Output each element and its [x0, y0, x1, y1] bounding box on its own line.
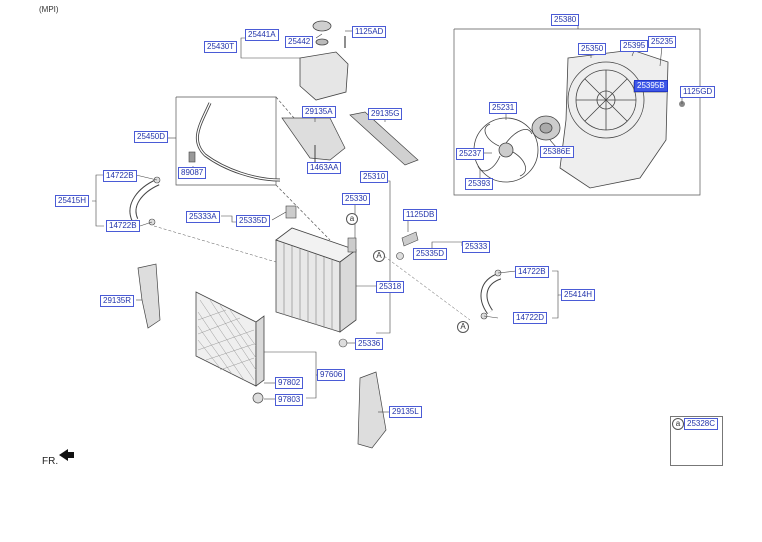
part-label-25380[interactable]: 25380	[551, 14, 580, 26]
part-label-25335d-right[interactable]: 25335D	[413, 248, 448, 260]
part-label-25237[interactable]: 25237	[456, 148, 485, 160]
part-label-25333[interactable]: 25333	[462, 241, 491, 253]
part-label-25395b[interactable]: 25395B	[634, 80, 668, 92]
part-label-25442[interactable]: 25442	[285, 36, 314, 48]
part-label-1125ad[interactable]: 1125AD	[352, 26, 387, 38]
part-label-25335d-left[interactable]: 25335D	[236, 215, 271, 227]
part-label-14722b-upper-left[interactable]: 14722B	[103, 170, 137, 182]
part-label-29135a[interactable]: 29135A	[302, 106, 336, 118]
fan-motor	[531, 115, 561, 141]
reservoir-tank	[299, 20, 349, 101]
part-label-25330[interactable]: 25330	[342, 193, 371, 205]
part-label-25393[interactable]: 25393	[465, 178, 494, 190]
front-direction-label: FR.	[42, 456, 59, 467]
callout-A-radiator: A	[373, 250, 385, 262]
part-label-89087[interactable]: 89087	[178, 167, 207, 179]
radiator	[275, 227, 357, 333]
overflow-hose	[195, 102, 281, 182]
part-label-25386e[interactable]: 25386E	[540, 146, 574, 158]
part-label-1125gd[interactable]: 1125GD	[680, 86, 716, 98]
part-label-25231[interactable]: 25231	[489, 102, 518, 114]
part-label-14722d[interactable]: 14722D	[513, 312, 548, 324]
part-label-25441a[interactable]: 25441A	[245, 29, 279, 41]
part-label-25350[interactable]: 25350	[578, 43, 607, 55]
part-label-25415h[interactable]: 25415H	[55, 195, 90, 207]
part-label-25328c[interactable]: 25328C	[684, 418, 719, 430]
part-label-25450d[interactable]: 25450D	[134, 131, 169, 143]
fan-shroud	[559, 49, 669, 189]
callout-a-note: a	[672, 418, 684, 430]
part-label-14722b-lower-left[interactable]: 14722B	[106, 220, 140, 232]
part-label-1463aa[interactable]: 1463AA	[307, 162, 342, 174]
part-label-29135g[interactable]: 29135G	[368, 108, 403, 120]
part-label-14722b-right[interactable]: 14722B	[515, 266, 549, 278]
part-label-25333a[interactable]: 25333A	[186, 211, 220, 223]
part-label-25310[interactable]: 25310	[360, 171, 389, 183]
part-label-25235[interactable]: 25235	[648, 36, 677, 48]
front-arrow-icon	[59, 449, 74, 461]
condenser	[195, 291, 265, 387]
air-guide-left-side	[357, 371, 387, 449]
part-label-97802[interactable]: 97802	[275, 377, 304, 389]
variant-label: (MPI)	[39, 5, 59, 14]
part-label-97606[interactable]: 97606	[317, 369, 346, 381]
air-guide-right-side	[137, 263, 161, 329]
fan-module-box	[453, 28, 701, 196]
part-label-25395[interactable]: 25395	[620, 40, 649, 52]
callout-a-bracket: a	[346, 213, 358, 225]
part-label-25414h[interactable]: 25414H	[561, 289, 596, 301]
part-label-97803[interactable]: 97803	[275, 394, 304, 406]
callout-A-lower-hose: A	[457, 321, 469, 333]
part-label-25336[interactable]: 25336	[355, 338, 384, 350]
part-label-25430t[interactable]: 25430T	[204, 41, 238, 53]
part-label-25318[interactable]: 25318	[376, 281, 405, 293]
air-guide-upper	[281, 111, 419, 166]
part-label-29135r[interactable]: 29135R	[100, 295, 135, 307]
part-label-1125db[interactable]: 1125DB	[403, 209, 438, 221]
part-label-29135l[interactable]: 29135L	[389, 406, 422, 418]
